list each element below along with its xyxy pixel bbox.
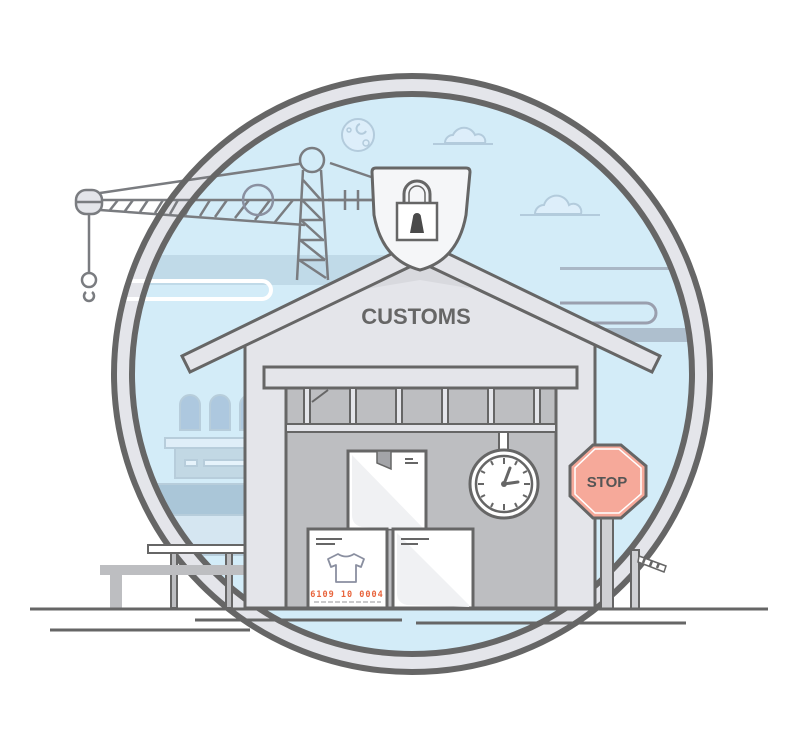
stop-sign: STOP (568, 443, 648, 610)
stop-sign-text: STOP (587, 474, 628, 491)
padlock-icon (395, 179, 439, 242)
shield-badge (370, 166, 472, 272)
ground-lines (30, 607, 768, 632)
cloud-icon (520, 194, 600, 216)
crane-icon (74, 146, 381, 303)
lintel (262, 365, 579, 390)
shelf-bar (285, 423, 557, 433)
moon-icon (341, 118, 375, 152)
package-box: 6109 10 0004 (306, 527, 389, 610)
wind-streak (118, 279, 273, 301)
barrier-gate-icon (630, 549, 667, 610)
inner-ring-stroke (129, 91, 695, 657)
cloud-icon (433, 126, 493, 145)
package-box (391, 527, 475, 610)
building-sign: CUSTOMS (361, 304, 471, 329)
shirt-icon (327, 553, 365, 583)
outer-ring-stroke (111, 73, 713, 675)
wind-streak (560, 301, 658, 325)
customs-building: CUSTOMS (179, 237, 663, 610)
platform-bench (100, 544, 249, 609)
clock-icon (468, 431, 540, 520)
package-box (346, 449, 428, 531)
package-code: 6109 10 0004 (310, 590, 383, 600)
